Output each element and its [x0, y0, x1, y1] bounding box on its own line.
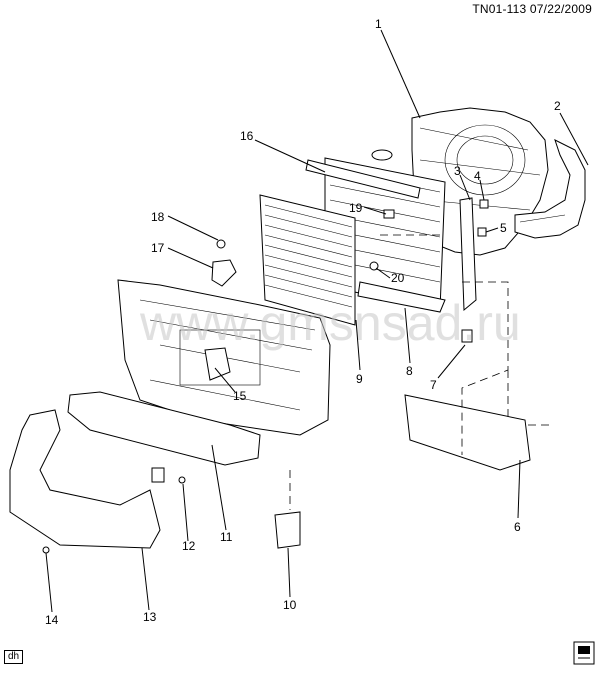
pin-14 [42, 546, 50, 554]
bracket-17 [211, 259, 237, 287]
radiator-seal [305, 159, 421, 199]
corner-logo [573, 641, 595, 665]
callout-15: 15 [233, 389, 247, 403]
leader-lines [45, 29, 589, 613]
corner-badge: dh [4, 650, 24, 664]
shroud-extension [514, 139, 586, 239]
callout-5: 5 [500, 221, 507, 235]
callout-4: 4 [474, 169, 481, 183]
condenser [259, 194, 356, 326]
callout-16: 16 [240, 129, 254, 143]
callout-8: 8 [406, 364, 413, 378]
callout-20: 20 [391, 271, 405, 285]
callout-17: 17 [151, 241, 165, 255]
callout-7: 7 [430, 378, 437, 392]
bolt-18 [216, 239, 226, 249]
watermark: www.gmsnsad.ru [139, 295, 521, 351]
air-deflector [9, 409, 161, 549]
callout-1: 1 [375, 17, 382, 31]
radiator-support [117, 279, 331, 436]
callout-19: 19 [349, 201, 363, 215]
pin-12 [178, 476, 186, 484]
callout-11: 11 [220, 530, 233, 544]
callout-2: 2 [554, 99, 561, 113]
callout-9: 9 [356, 372, 363, 386]
clip-11 [151, 467, 165, 483]
callout-12: 12 [182, 539, 196, 553]
callout-labels: 1 2 3 4 5 6 7 8 9 10 11 12 13 14 15 16 1… [45, 17, 561, 627]
diagram-code: TN01-113 07/22/2009 [472, 2, 592, 16]
clip-19 [383, 209, 395, 219]
deflector-10 [274, 511, 301, 549]
front-insulator [404, 394, 531, 471]
callout-14: 14 [45, 613, 59, 627]
callout-18: 18 [151, 210, 165, 224]
callout-13: 13 [143, 610, 157, 624]
callout-6: 6 [514, 520, 521, 534]
alignment-lines [289, 234, 550, 510]
callout-3: 3 [454, 164, 461, 178]
callout-10: 10 [283, 598, 297, 612]
